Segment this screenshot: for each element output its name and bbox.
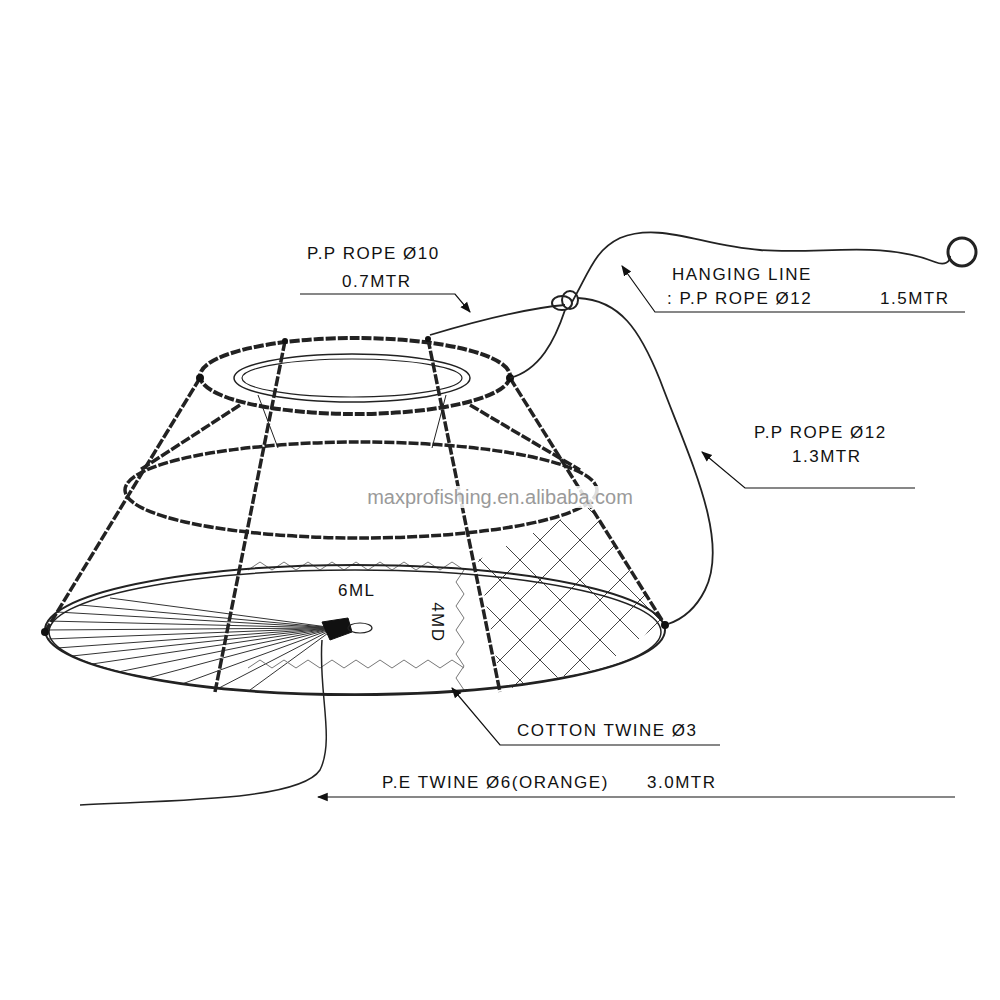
length-label: 3.0MTR <box>645 774 718 793</box>
twine-label: P.E TWINE Ø6(ORANGE) <box>380 774 611 793</box>
frame-ribs <box>45 339 665 692</box>
pe-twine <box>80 640 326 805</box>
bottom-ring <box>49 570 661 694</box>
hanging-ring <box>948 238 976 266</box>
rope-label: P.P ROPE Ø12 <box>752 424 889 443</box>
rope-knot <box>552 291 578 310</box>
net-fan <box>45 598 335 690</box>
length-label: 1.5MTR <box>878 290 951 309</box>
rope-label: HANGING LINE <box>670 266 814 285</box>
twine-label: COTTON TWINE Ø3 <box>515 722 700 741</box>
bait-ring <box>348 623 372 633</box>
joint-dots <box>41 336 669 636</box>
leader-line <box>300 266 965 797</box>
length-label: 0.7MTR <box>340 273 413 292</box>
bait-knot <box>322 618 352 640</box>
top-ring <box>200 338 510 414</box>
rope-label: P.P ROPE Ø10 <box>305 245 442 264</box>
bridle-rope <box>510 310 565 378</box>
watermark: maxprofishing.en.alibaba.com <box>365 486 635 508</box>
zigzag-panel <box>248 562 464 690</box>
mesh-label: 6ML <box>336 582 378 601</box>
rope-label: : P.P ROPE Ø12 <box>665 290 814 309</box>
length-label: 1.3MTR <box>790 448 863 467</box>
side-rope <box>578 298 713 624</box>
mesh-label: 4MD <box>427 600 446 644</box>
entrance-funnel <box>258 395 446 448</box>
bridle-rope <box>430 305 565 335</box>
bottom-ring <box>45 565 665 695</box>
